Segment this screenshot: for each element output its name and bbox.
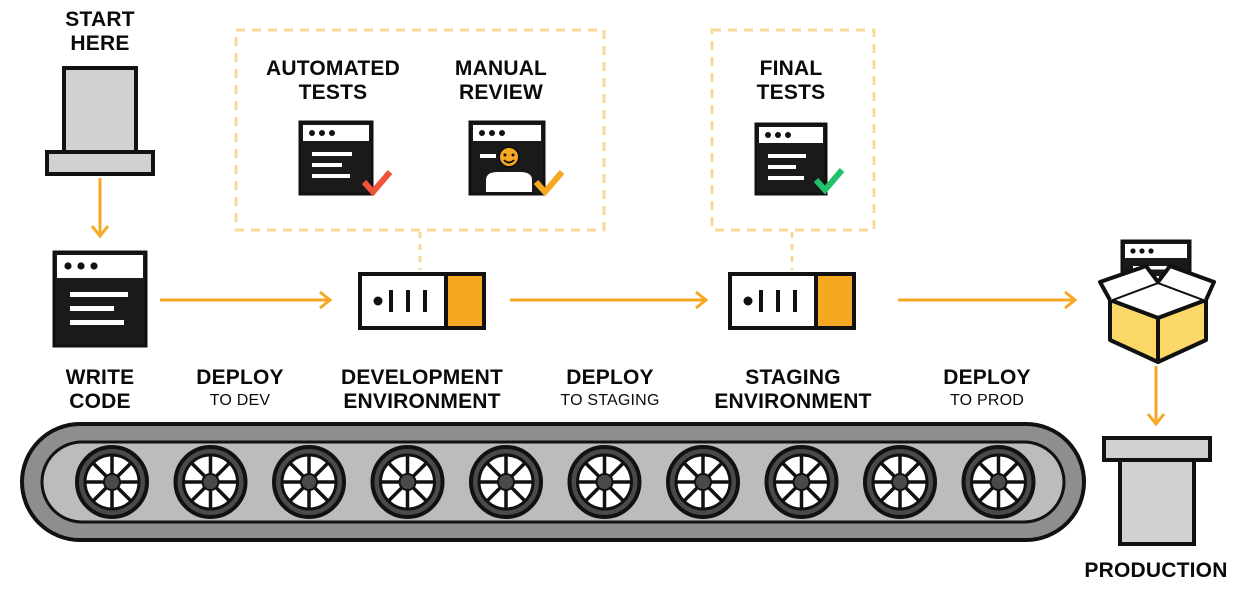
code-window-icon <box>52 250 148 348</box>
conveyor-wheel-icon <box>469 445 543 519</box>
checkmark-icon <box>533 170 565 197</box>
deploy-to-prod-line1: DEPLOY <box>943 366 1031 389</box>
staging-environment-label: STAGING ENVIRONMENT <box>700 366 886 414</box>
development-environment-line2: ENVIRONMENT <box>343 390 501 413</box>
conveyor-wheels <box>75 445 1036 519</box>
staging-environment-line1: STAGING <box>745 366 841 389</box>
final-tests-label: FINAL TESTS <box>732 57 850 105</box>
server-icon <box>358 272 486 330</box>
deploy-to-staging-line2: TO STAGING <box>560 392 660 409</box>
start-here-line2: HERE <box>70 32 130 55</box>
conveyor-wheel-icon <box>764 445 839 519</box>
deploy-to-prod-line2: TO PROD <box>949 392 1024 409</box>
conveyor-wheel-icon <box>863 445 937 519</box>
start-here-label: START HERE <box>40 8 160 56</box>
write-code-label: WRITE CODE <box>40 366 160 414</box>
development-environment-line1: DEVELOPMENT <box>340 366 504 389</box>
deploy-to-staging-label: DEPLOY TO STAGING <box>536 366 684 412</box>
manual-review-label: MANUAL REVIEW <box>440 57 562 105</box>
conveyor-belt <box>20 422 1086 542</box>
conveyor-wheel-icon <box>75 445 149 519</box>
test-group-box-dev <box>234 28 606 232</box>
conveyor-wheel-icon <box>173 445 248 519</box>
server-icon <box>728 272 856 330</box>
conveyor-wheel-icon <box>961 445 1036 519</box>
deploy-to-staging-line1: DEPLOY <box>566 366 654 389</box>
final-tests-line2: TESTS <box>756 81 826 104</box>
manual-review-line1: MANUAL <box>454 57 548 80</box>
conveyor-wheel-icon <box>666 445 740 519</box>
staging-environment-line2: ENVIRONMENT <box>714 390 872 413</box>
checkmark-icon <box>813 168 845 195</box>
deploy-to-dev-line2: TO DEV <box>209 392 271 409</box>
automated-tests-line1: AUTOMATED <box>265 57 400 80</box>
development-environment-label: DEVELOPMENT ENVIRONMENT <box>322 366 522 414</box>
production-label: PRODUCTION <box>1078 559 1234 583</box>
write-code-line2: CODE <box>69 390 131 413</box>
automated-tests-label: AUTOMATED TESTS <box>250 57 416 105</box>
start-here-line1: START <box>65 8 135 31</box>
test-group-box-staging <box>710 28 876 232</box>
open-box-icon <box>1098 239 1216 364</box>
production-bin-icon <box>1102 436 1212 546</box>
production-line1: PRODUCTION <box>1084 559 1228 582</box>
test-window-icon <box>298 120 374 196</box>
reviewer-icon <box>468 120 546 196</box>
deploy-to-dev-line1: DEPLOY <box>196 366 284 389</box>
conveyor-wheel-icon <box>370 445 445 519</box>
conveyor-wheel-icon <box>567 445 642 519</box>
conveyor-wheel-icon <box>272 445 346 519</box>
write-code-line1: WRITE <box>65 366 135 389</box>
deploy-to-prod-label: DEPLOY TO PROD <box>920 366 1054 412</box>
checkmark-icon <box>361 170 393 197</box>
hopper-icon <box>45 66 155 176</box>
final-tests-line1: FINAL <box>759 57 823 80</box>
deploy-to-dev-label: DEPLOY TO DEV <box>176 366 304 412</box>
automated-tests-line2: TESTS <box>298 81 368 104</box>
manual-review-line2: REVIEW <box>458 81 544 104</box>
